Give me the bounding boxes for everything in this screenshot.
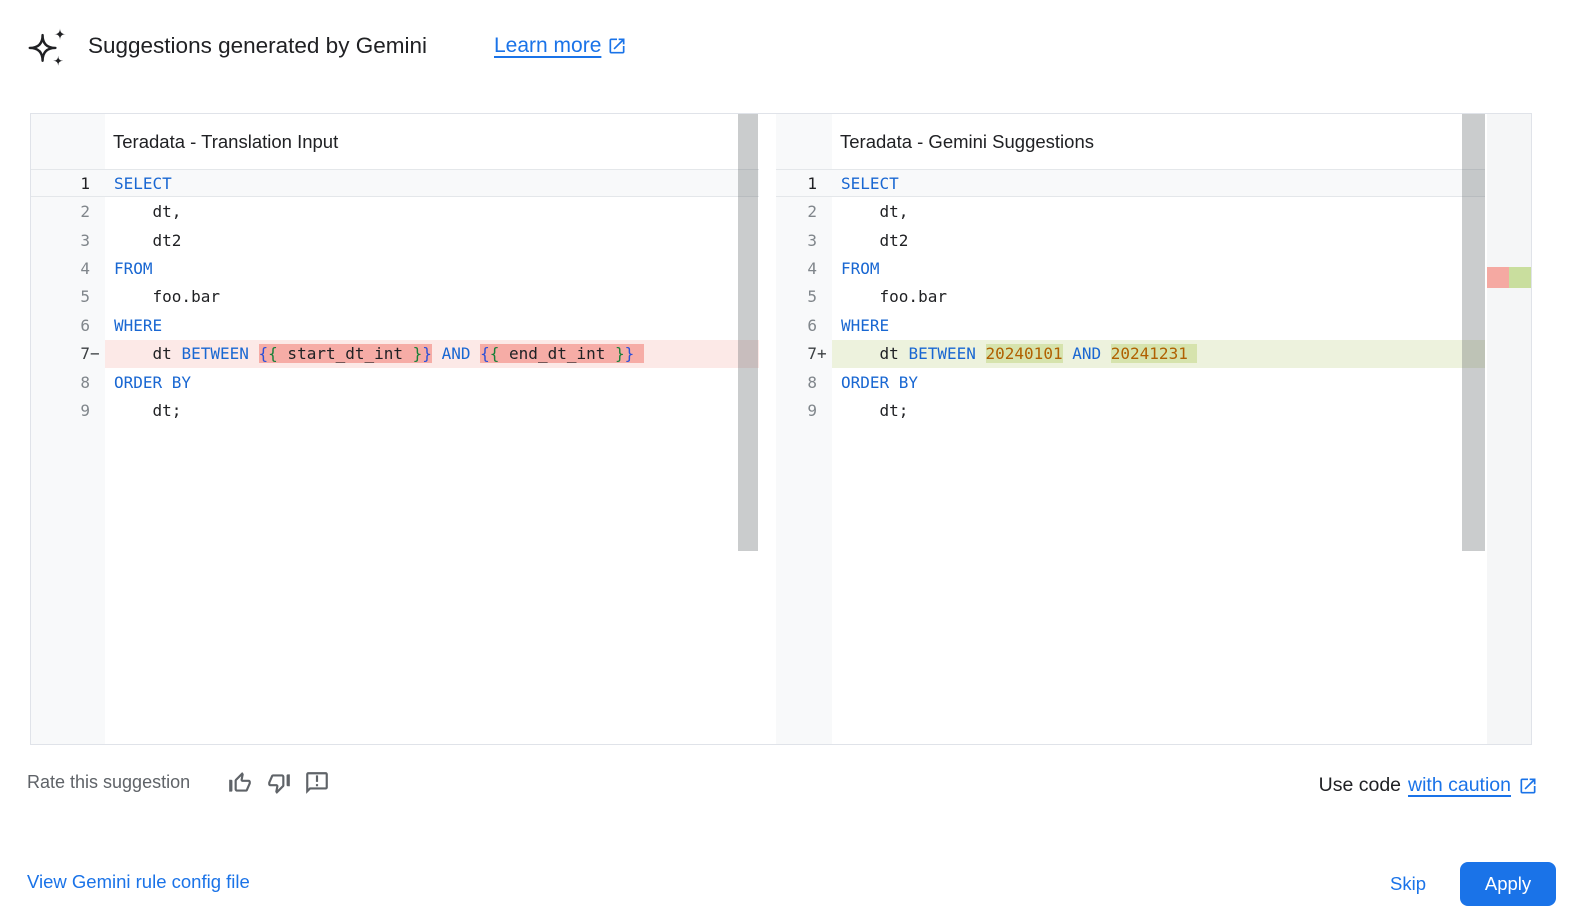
code-line: 2 dt, [776, 197, 1485, 225]
code-text: foo.bar [841, 287, 947, 307]
code-line: 3 dt2 [776, 226, 1485, 254]
code-text: dt BETWEEN {{ start_dt_int }} AND {{ end… [105, 339, 759, 369]
code-line: 4 FROM [776, 254, 1485, 282]
line-number: 3 [807, 230, 817, 250]
line-number: 8 [807, 372, 817, 392]
skip-button[interactable]: Skip [1374, 862, 1442, 905]
code-line: 7− dt BETWEEN {{ start_dt_int }} AND {{ … [31, 339, 759, 369]
line-number: 4 [80, 259, 90, 279]
line-number: 2 [807, 202, 817, 222]
code-text: foo.bar [114, 287, 220, 307]
code-line: 8 ORDER BY [31, 368, 759, 396]
line-number: 6 [807, 315, 817, 335]
code-line: 1 SELECT [31, 169, 759, 198]
code-text: ORDER BY [114, 372, 192, 392]
open-in-new-icon [609, 38, 625, 54]
code-text: ORDER BY [841, 372, 919, 392]
line-number: 7− [80, 344, 100, 364]
code-line: 8 ORDER BY [776, 368, 1485, 396]
code-text: dt, [841, 202, 909, 222]
line-number-gutter [776, 114, 832, 744]
code-line: 9 dt; [776, 397, 1485, 425]
code-line: 9 dt; [31, 397, 759, 425]
code-text: dt BETWEEN 20240101 AND 20241231 [832, 339, 1485, 369]
gemini-sparkle-icon [28, 28, 66, 66]
line-number: 1 [807, 173, 817, 193]
code-text: WHERE [114, 315, 163, 335]
line-number: 3 [80, 230, 90, 250]
code-text: dt2 [114, 230, 182, 250]
open-in-new-icon [1520, 778, 1536, 793]
editor-translation-input: Teradata - Translation Input 1 SELECT 2 dt… [31, 114, 759, 744]
code-line: 6 WHERE [31, 311, 759, 339]
code-line: 5 foo.bar [31, 283, 759, 311]
line-number: 1 [80, 173, 90, 193]
scrollbar-thumb[interactable] [738, 114, 758, 551]
overview-added-marker [1509, 267, 1531, 288]
code-line: 2 dt, [31, 197, 759, 225]
scrollbar-thumb[interactable] [1462, 114, 1485, 551]
rate-suggestion-label: Rate this suggestion [27, 772, 191, 792]
line-number: 5 [807, 287, 817, 307]
line-number: 9 [807, 401, 817, 421]
use-code-caution: Use code with caution [1319, 774, 1538, 797]
code-line: 3 dt2 [31, 226, 759, 254]
code-line: 6 WHERE [776, 311, 1485, 339]
thumb-down-icon[interactable] [266, 770, 292, 796]
editor-gemini-suggestions: Teradata - Gemini Suggestions 1 SELECT 2 d… [776, 114, 1531, 744]
line-number: 8 [80, 372, 90, 392]
code-text: FROM [841, 259, 880, 279]
line-number: 9 [80, 401, 90, 421]
code-line: 5 foo.bar [776, 283, 1485, 311]
code-text: SELECT [114, 173, 172, 193]
code-text: WHERE [841, 315, 890, 335]
line-number: 4 [807, 259, 817, 279]
line-number: 7+ [807, 344, 827, 364]
code-text: SELECT [841, 173, 899, 193]
line-number: 5 [80, 287, 90, 307]
code-line: 4 FROM [31, 254, 759, 282]
line-number-gutter [31, 114, 105, 744]
editor-title-suggestions: Teradata - Gemini Suggestions [840, 131, 1094, 152]
code-text: dt; [841, 401, 909, 421]
feedback-icon[interactable] [304, 770, 330, 796]
view-rule-config-link[interactable]: View Gemini rule config file [27, 871, 250, 892]
use-code-prefix: Use code [1318, 774, 1402, 796]
code-line: 1 SELECT [776, 169, 1485, 198]
apply-button[interactable]: Apply [1460, 862, 1556, 906]
page-title: Suggestions generated by Gemini [88, 33, 427, 58]
code-line: 7+ dt BETWEEN 20240101 AND 20241231 [776, 339, 1485, 369]
diff-card: Teradata - Translation Input 1 SELECT 2 dt… [30, 113, 1532, 745]
line-number: 2 [80, 202, 90, 222]
editor-title-input: Teradata - Translation Input [113, 131, 339, 152]
line-number: 6 [80, 315, 90, 335]
overview-removed-marker [1487, 267, 1509, 288]
learn-more-link[interactable]: Learn more [494, 34, 627, 58]
code-text: FROM [114, 259, 153, 279]
diff-overview-ruler[interactable] [1487, 114, 1531, 744]
with-caution-link[interactable]: with caution [1408, 774, 1511, 796]
code-text: dt2 [841, 230, 909, 250]
code-text: dt; [114, 401, 182, 421]
thumb-up-icon[interactable] [227, 770, 253, 796]
learn-more-label: Learn more [494, 34, 602, 57]
code-text: dt, [114, 202, 182, 222]
